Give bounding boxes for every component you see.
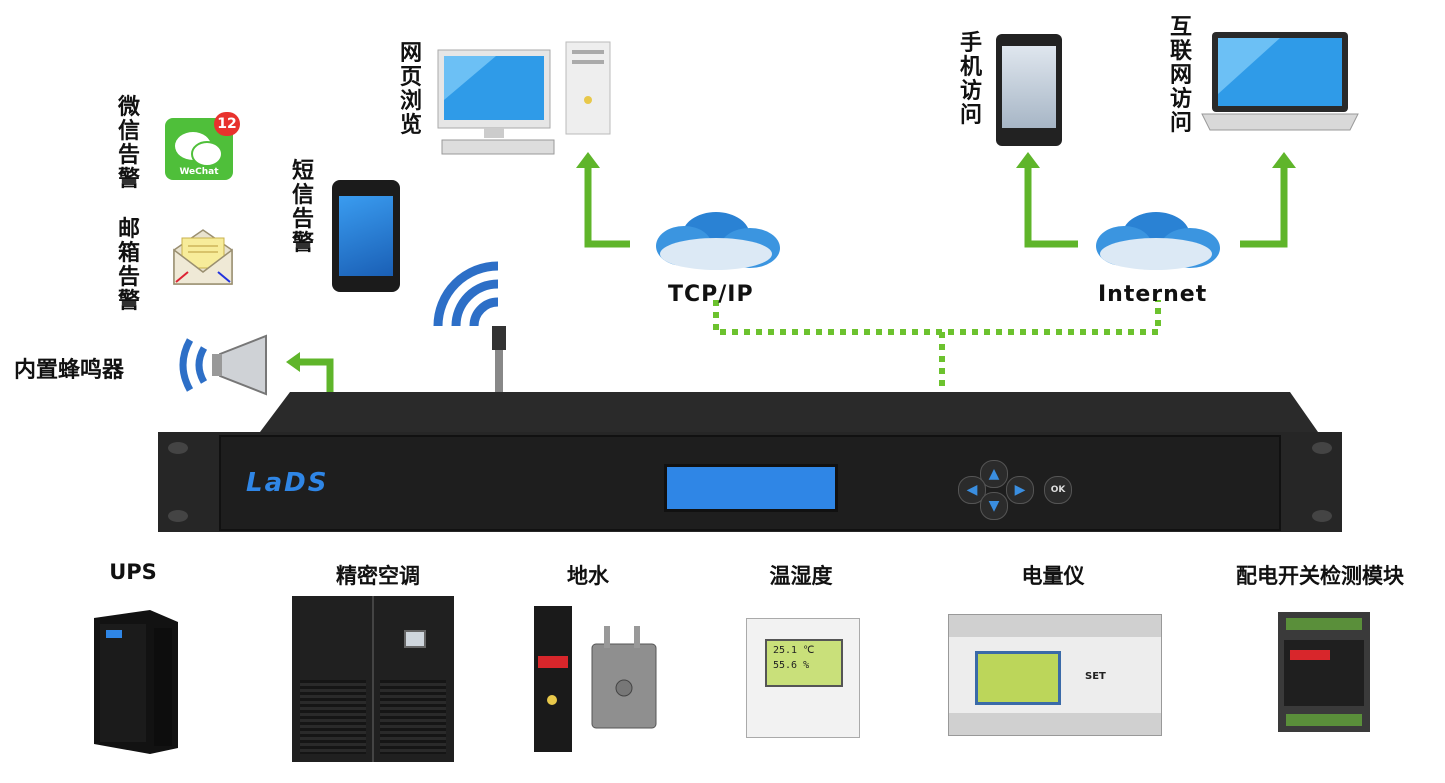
smartphone-icon bbox=[332, 180, 400, 292]
ac-panel bbox=[404, 630, 426, 648]
envelope-icon bbox=[170, 228, 236, 288]
web-arrow-head bbox=[576, 152, 600, 168]
ups-label: UPS bbox=[109, 560, 157, 584]
internet-arrow-head bbox=[1272, 152, 1296, 168]
buzzer-arrow bbox=[298, 358, 334, 392]
water-leak-sensor-icon bbox=[532, 604, 672, 754]
ok-button[interactable]: OK bbox=[1044, 476, 1072, 504]
wan-cloud-icon bbox=[1086, 206, 1226, 276]
buzzer-label: 内置蜂鸣器 bbox=[14, 358, 125, 383]
lan-cloud-icon bbox=[646, 206, 786, 276]
wechat-icon: WeChat bbox=[165, 118, 233, 180]
smartphone-screen bbox=[339, 196, 393, 276]
precision-ac-label: 精密空调 bbox=[336, 564, 420, 588]
lan-label: TCP/IP bbox=[668, 282, 754, 307]
sms-alert-label: 短信告警 bbox=[291, 159, 314, 256]
nav-down-button[interactable]: ▼ bbox=[980, 492, 1008, 520]
nav-right-button[interactable]: ▶ bbox=[1006, 476, 1034, 504]
wechat-alert-label: 微信告警 bbox=[117, 95, 140, 192]
email-alert-label: 邮箱告警 bbox=[117, 217, 140, 314]
internet-access-label: 互联网访问 bbox=[1169, 15, 1192, 136]
switch-detection-module-icon bbox=[1276, 610, 1372, 734]
web-access-label: 网页浏览 bbox=[399, 41, 422, 138]
mobile-access-label: 手机访问 bbox=[959, 31, 982, 128]
wechat-brand: WeChat bbox=[179, 167, 219, 177]
temperature-reading: 25.1 ℃ bbox=[773, 645, 815, 656]
switch-module-label: 配电开关检测模块 bbox=[1236, 564, 1404, 588]
wan-label: Internet bbox=[1098, 282, 1208, 307]
power-meter-icon: SET bbox=[948, 614, 1162, 736]
mobile-phone-screen bbox=[1002, 46, 1056, 128]
meter-set-label: SET bbox=[1085, 671, 1106, 682]
power-meter-label: 电量仪 bbox=[1021, 564, 1085, 588]
mobile-phone-icon bbox=[996, 34, 1062, 146]
power-meter-screen bbox=[975, 651, 1061, 705]
web-arrow bbox=[584, 166, 630, 248]
precision-ac-icon bbox=[292, 596, 454, 762]
brand-logo: LaDS bbox=[246, 468, 329, 498]
buzzer-arrow-head bbox=[286, 352, 300, 372]
laptop-icon bbox=[1200, 30, 1360, 140]
mobile-arrow-head bbox=[1016, 152, 1040, 168]
wireless-signal-icon bbox=[428, 256, 528, 396]
mobile-arrow bbox=[1024, 166, 1078, 248]
temp-humidity-sensor-icon: 25.1 ℃ 55.6 % bbox=[746, 618, 860, 738]
desktop-computer-icon bbox=[436, 40, 616, 160]
humidity-reading: 55.6 % bbox=[773, 660, 810, 671]
lcd-display bbox=[664, 464, 838, 512]
buzzer-icon bbox=[168, 330, 268, 400]
lan-link bbox=[713, 300, 1161, 335]
wechat-badge: 12 bbox=[214, 112, 240, 136]
temp-humidity-screen: 25.1 ℃ 55.6 % bbox=[765, 639, 843, 687]
temp-humidity-label: 温湿度 bbox=[769, 564, 833, 588]
host-unit: LaDS ▲ ◀ ▶ ▼ OK bbox=[150, 392, 1350, 544]
ups-icon bbox=[90, 608, 180, 754]
internet-arrow bbox=[1240, 166, 1288, 248]
water-leak-label: 地水 bbox=[567, 564, 609, 588]
